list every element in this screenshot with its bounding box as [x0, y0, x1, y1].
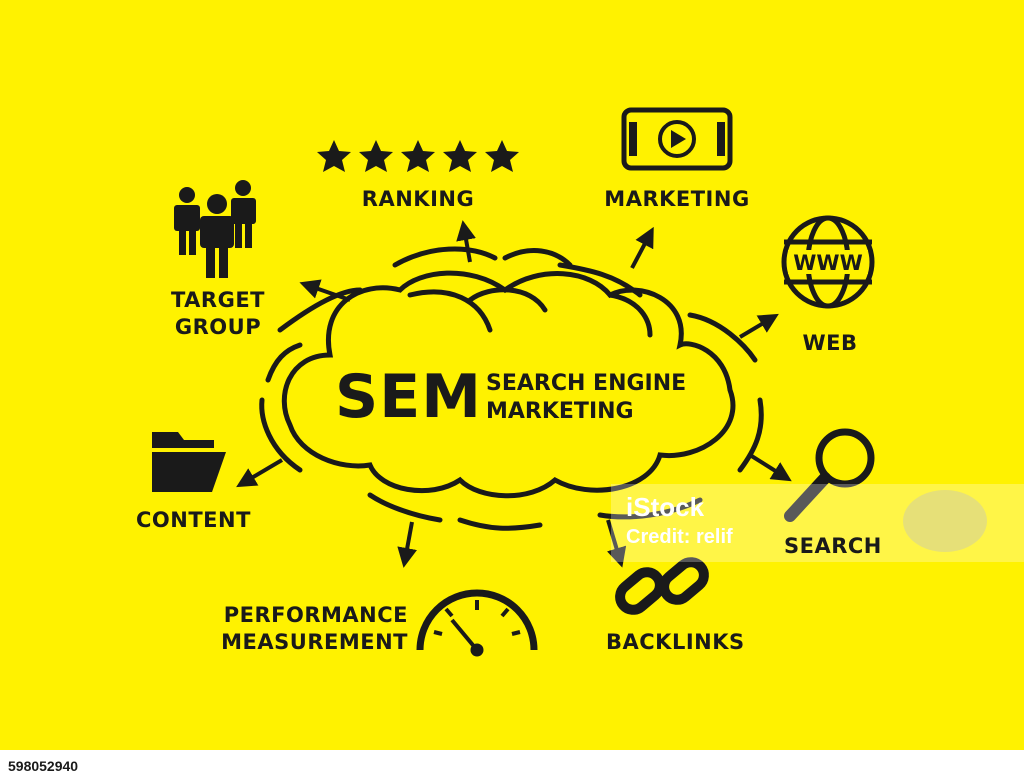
stock-id: 598052940	[8, 758, 79, 774]
star-icon	[443, 140, 477, 172]
label-target-group: TARGET GROUP	[163, 287, 273, 341]
arrow-marketing	[630, 226, 654, 269]
label-target-line2: GROUP	[174, 315, 262, 339]
sem-acronym: SEM	[335, 362, 482, 432]
arrow-performance	[397, 521, 418, 568]
five-stars-icon	[317, 140, 519, 172]
arrow-web	[738, 313, 779, 339]
star-icon	[485, 140, 519, 172]
star-icon	[317, 140, 351, 172]
label-performance-line1: PERFORMANCE	[223, 603, 408, 627]
cloud-shape	[281, 270, 736, 499]
label-backlinks: BACKLINKS	[606, 630, 745, 654]
label-marketing: MARKETING	[604, 187, 750, 211]
arrows	[236, 220, 792, 568]
folder-icon	[152, 432, 226, 492]
arrow-ranking	[456, 220, 476, 263]
footer-bar	[0, 750, 1024, 784]
label-ranking: RANKING	[361, 187, 475, 211]
globe-www-text: WWW	[793, 251, 863, 275]
arrow-search	[748, 453, 792, 482]
label-content: CONTENT	[136, 508, 251, 532]
watermark-credit: Credit: relif	[626, 526, 733, 548]
magnifier-icon	[784, 428, 875, 522]
watermark-band	[611, 484, 1024, 562]
sem-subtitle-line1: SEARCH ENGINE	[486, 371, 687, 396]
watermark-logo: iStock	[626, 492, 705, 522]
label-web: WEB	[802, 331, 858, 355]
sem-subtitle: SEARCH ENGINE MARKETING	[486, 370, 686, 426]
label-search: SEARCH	[784, 534, 882, 558]
label-target-line1: TARGET	[170, 288, 266, 312]
tablet-video-icon	[621, 107, 733, 171]
arrow-target	[299, 279, 351, 302]
speedometer-icon	[416, 589, 538, 657]
arrow-backlinks	[606, 519, 627, 568]
globe-www-icon	[781, 215, 875, 309]
chain-link-icon	[615, 557, 709, 615]
arrow-content	[236, 458, 284, 488]
cloud-arcs	[259, 246, 764, 531]
people-group-icon	[174, 180, 256, 278]
star-icon	[359, 140, 393, 172]
watermark-circle	[903, 490, 987, 552]
sem-subtitle-line2: MARKETING	[486, 399, 634, 424]
label-performance-measurement: PERFORMANCE MEASUREMENT	[218, 602, 408, 656]
label-performance-line2: MEASUREMENT	[221, 630, 408, 654]
star-icon	[401, 140, 435, 172]
